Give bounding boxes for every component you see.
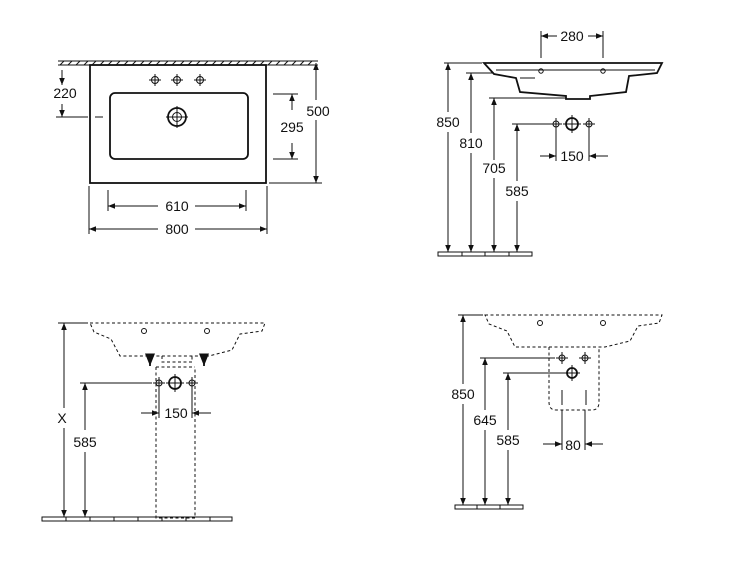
- dim-810: 810: [459, 135, 483, 151]
- basin-profile: [481, 62, 664, 100]
- basin-outline: [89, 64, 267, 184]
- dim-585: 585: [73, 434, 97, 450]
- pedestal-outline-dashed: [155, 367, 196, 519]
- bowl-outline: [109, 92, 249, 160]
- dim-850: 850: [436, 114, 460, 130]
- side-view: 280 850 810 705 585 150: [436, 28, 664, 257]
- dim-80: 80: [565, 437, 581, 453]
- dim-280: 280: [560, 28, 584, 44]
- dim-610: 610: [165, 198, 189, 214]
- supply-outlets: [153, 374, 198, 392]
- floor: [41, 516, 233, 522]
- basin-outline-dashed: [89, 322, 266, 357]
- dim-150: 150: [560, 148, 584, 164]
- dim-x: X: [57, 410, 67, 426]
- front-view-pedestal: X 585 150: [41, 322, 266, 522]
- floor: [454, 504, 524, 510]
- dim-220: 220: [53, 85, 77, 101]
- dim-585: 585: [496, 432, 520, 448]
- dim-500: 500: [306, 103, 330, 119]
- supply-outlets: [550, 115, 595, 133]
- dim-645: 645: [473, 412, 497, 428]
- dim-295: 295: [280, 119, 304, 135]
- dim-800: 800: [165, 221, 189, 237]
- dim-705: 705: [482, 160, 506, 176]
- tap-holes: [149, 74, 206, 86]
- dim-850: 850: [451, 386, 475, 402]
- trap-cover-dashed: [548, 347, 600, 411]
- basin-outline-dashed: [484, 314, 663, 348]
- front-view-trap-cover: 850 645 585 80: [451, 314, 663, 510]
- wall-hatch: [59, 60, 313, 66]
- top-view: 220 295 500 610 800: [53, 60, 330, 237]
- supply-outlets: [556, 352, 591, 381]
- dim-585: 585: [505, 183, 529, 199]
- dim-150: 150: [164, 405, 188, 421]
- drain: [95, 106, 188, 128]
